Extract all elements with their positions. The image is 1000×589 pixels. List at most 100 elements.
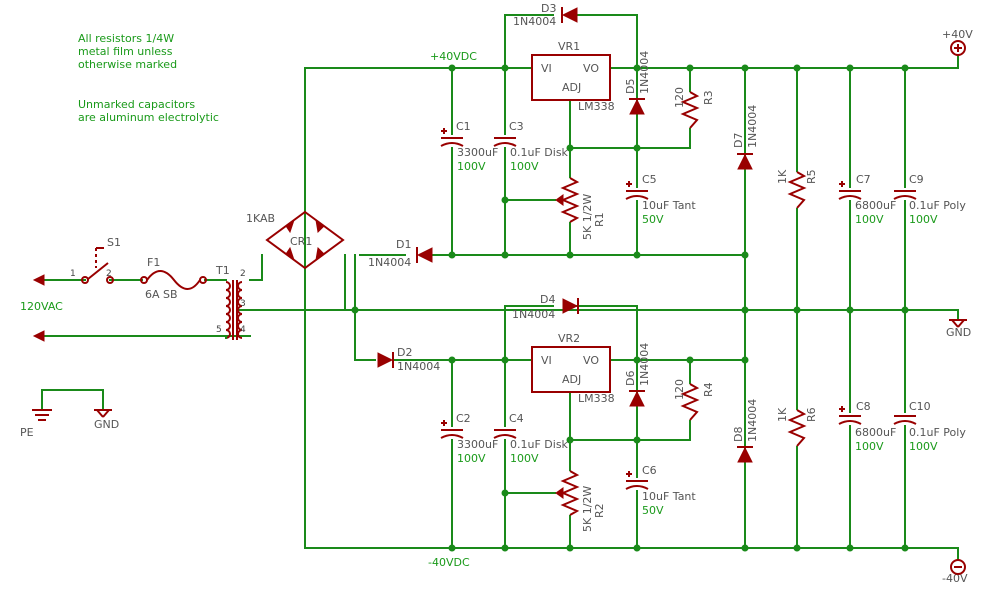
capacitor-voltage: 100V — [457, 452, 486, 465]
capacitor-ref: C8 — [856, 400, 871, 413]
pin-label: 2 — [240, 269, 246, 279]
transformer-t1[interactable]: T1 2 3 5 4 — [215, 264, 246, 340]
diode-d1[interactable]: D1 1N4004 — [368, 238, 433, 269]
bridge-value: 1KAB — [246, 212, 275, 225]
mains-input-arrow-icon — [32, 274, 45, 342]
capacitor-value: 6800uF — [855, 199, 896, 212]
capacitor-voltage: 50V — [642, 213, 664, 226]
capacitor-note: Unmarked capacitors are aluminum electro… — [78, 98, 219, 124]
resistor-ref: R6 — [805, 407, 818, 422]
capacitor-value: 0.1uF Disk — [510, 438, 569, 451]
capacitor-c8[interactable]: C8 6800uF 100V — [838, 400, 896, 453]
diode-ref: D2 — [397, 346, 412, 359]
capacitor-ref: C10 — [909, 400, 931, 413]
capacitor-voltage: 50V — [642, 504, 664, 517]
diode-ref: D4 — [540, 293, 555, 306]
diode-value: 1N4004 — [638, 343, 651, 386]
diode-value: 1N4004 — [746, 105, 759, 148]
potentiometer-r2[interactable]: R2 5K 1/2W — [555, 470, 606, 532]
note-line: otherwise marked — [78, 58, 177, 71]
mains-label: 120VAC — [20, 300, 63, 313]
capacitor-ref: C4 — [509, 412, 524, 425]
fuse-ref: F1 — [147, 256, 160, 269]
resistor-ref: R3 — [702, 90, 715, 105]
capacitor-voltage: 100V — [510, 452, 539, 465]
resistor-r3[interactable]: R3 120 — [673, 87, 715, 129]
diode-value: 1N4004 — [746, 399, 759, 442]
note-line: All resistors 1/4W — [78, 32, 174, 45]
diode-d6[interactable]: D6 1N4004 — [624, 343, 651, 407]
pos-rail-label: +40VDC — [430, 50, 477, 63]
pin-label: VO — [583, 354, 599, 367]
resistor-r4[interactable]: R4 120 — [673, 379, 715, 421]
capacitor-c4[interactable]: C4 0.1uF Disk 100V — [493, 412, 569, 465]
neg-output-terminal-icon[interactable] — [950, 559, 966, 575]
capacitor-ref: C3 — [509, 120, 524, 133]
resistor-value: 1K — [776, 407, 789, 422]
pin-label: ADJ — [562, 81, 581, 94]
diode-value: 1N4004 — [638, 51, 651, 94]
switch-ref: S1 — [107, 236, 121, 249]
gnd-output-symbol-icon — [949, 319, 967, 328]
fuse-f1[interactable]: F1 6A SB — [140, 256, 207, 301]
resistor-ref: R4 — [702, 382, 715, 397]
bridge-rectifier-cr1[interactable]: CR1 1KAB — [246, 210, 345, 270]
capacitor-ref: C6 — [642, 464, 657, 477]
capacitor-voltage: 100V — [855, 213, 884, 226]
pin-label: 5 — [216, 325, 222, 335]
capacitor-ref: C2 — [456, 412, 471, 425]
bridge-ref: CR1 — [290, 235, 312, 248]
diode-value: 1N4004 — [397, 360, 440, 373]
neg-output-label: -40V — [942, 572, 968, 585]
capacitor-value: 10uF Tant — [642, 490, 696, 503]
gnd-symbol-icon — [94, 409, 112, 418]
pin-label: 3 — [240, 299, 246, 309]
switch-s1[interactable]: S1 1 2 — [70, 236, 121, 284]
regulator-ref: VR2 — [558, 332, 580, 345]
capacitor-ref: C9 — [909, 173, 924, 186]
capacitor-c2[interactable]: C2 3300uF 100V — [440, 412, 498, 465]
diode-value: 1N4004 — [512, 308, 555, 321]
note-line: metal film unless — [78, 45, 173, 58]
diode-ref: D6 — [624, 371, 637, 386]
capacitor-voltage: 100V — [510, 160, 539, 173]
capacitor-value: 3300uF — [457, 146, 498, 159]
resistor-value: 5K 1/2W — [581, 194, 594, 240]
pin-label: VO — [583, 62, 599, 75]
capacitor-value: 3300uF — [457, 438, 498, 451]
pin-label: VI — [541, 62, 552, 75]
resistor-ref: R1 — [593, 212, 606, 227]
pin-label: 1 — [70, 269, 76, 279]
diode-d8[interactable]: D8 1N4004 — [732, 399, 759, 463]
pos-output-label: +40V — [942, 28, 973, 41]
pos-output-terminal-icon[interactable] — [950, 40, 966, 56]
pe-ground-icon — [32, 409, 52, 421]
regulator-vr2[interactable]: VR2 VI VO ADJ LM338 — [531, 332, 615, 405]
capacitor-c6[interactable]: C6 10uF Tant 50V — [625, 464, 696, 517]
note-line: are aluminum electrolytic — [78, 111, 219, 124]
capacitor-c5[interactable]: C5 10uF Tant 50V — [625, 173, 696, 226]
capacitor-c9[interactable]: C9 0.1uF Poly 100V — [893, 173, 966, 226]
diode-d3[interactable]: D3 1N4004 — [513, 2, 578, 28]
diode-d4[interactable]: D4 1N4004 — [512, 293, 579, 321]
resistor-r6[interactable]: R6 1K — [776, 407, 818, 447]
diode-d5[interactable]: D5 1N4004 — [624, 51, 651, 115]
potentiometer-r1[interactable]: R1 5K 1/2W — [555, 177, 606, 240]
resistor-r5[interactable]: R5 1K — [776, 169, 818, 209]
capacitor-c3[interactable]: C3 0.1uF Disk 100V — [493, 120, 569, 173]
regulator-part: LM338 — [578, 100, 615, 113]
capacitor-voltage: 100V — [909, 213, 938, 226]
diode-d2[interactable]: D2 1N4004 — [377, 346, 440, 373]
diode-ref: D7 — [732, 133, 745, 148]
capacitor-value: 0.1uF Poly — [909, 199, 966, 212]
regulator-vr1[interactable]: VR1 VI VO ADJ LM338 — [531, 40, 615, 113]
capacitor-value: 0.1uF Disk — [510, 146, 569, 159]
capacitor-c7[interactable]: C7 6800uF 100V — [838, 173, 896, 226]
junctions — [351, 64, 909, 552]
resistor-note: All resistors 1/4W metal film unless oth… — [78, 32, 177, 71]
diode-d7[interactable]: D7 1N4004 — [732, 105, 759, 170]
capacitor-c1[interactable]: C1 3300uF 100V — [440, 120, 498, 173]
capacitor-value: 0.1uF Poly — [909, 426, 966, 439]
capacitor-c10[interactable]: C10 0.1uF Poly 100V — [893, 400, 966, 453]
